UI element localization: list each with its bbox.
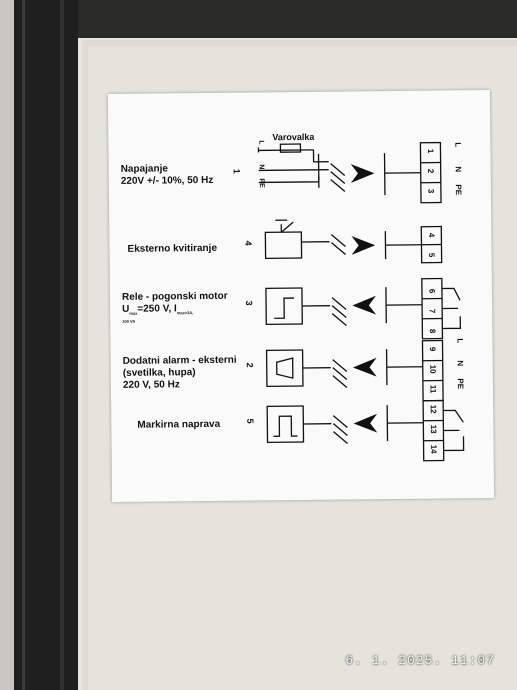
- row1-title: Napajanje: [120, 163, 168, 175]
- terminal-number: 12: [428, 404, 438, 414]
- terminal-number: 9: [428, 346, 438, 352]
- row4-title: Dodatni alarm - eksterni: [122, 354, 237, 367]
- row1-side-pe: PE: [257, 178, 265, 188]
- row1-subtitle: 220V +/- 10%, 50 Hz: [120, 174, 214, 187]
- photo-timestamp: 6. 1. 2025. 11:07: [345, 653, 495, 668]
- fuse-label: Varovalka: [272, 131, 315, 143]
- terminal-number: 4: [426, 232, 436, 238]
- row2-number: 4: [243, 240, 254, 246]
- row5-title: Markirna naprava: [137, 418, 221, 431]
- terminal-number: 14: [429, 444, 439, 454]
- row1-right-l: L: [453, 142, 463, 148]
- terminal-number: 2: [426, 168, 436, 174]
- row4-subtitle: (svetilka, hupa): [122, 367, 196, 379]
- terminal-number: 10: [428, 364, 438, 374]
- terminal-number: 11: [428, 384, 438, 394]
- row1-number: 1: [231, 168, 242, 174]
- terminal-number: 1: [425, 148, 436, 154]
- row3-extra: 100 VA: [122, 318, 136, 324]
- terminal-number: 13: [428, 424, 438, 434]
- terminal-number: 3: [426, 188, 436, 194]
- row4-number: 2: [244, 362, 255, 368]
- row1-right-n: N: [453, 166, 463, 173]
- row1-side-n: N: [257, 164, 265, 170]
- row4-right-n: N: [455, 360, 465, 367]
- terminal-number: 8: [427, 328, 437, 334]
- row4-right-l: L: [455, 338, 465, 344]
- terminal-number: 7: [427, 308, 437, 314]
- wiring-diagram: [257, 141, 465, 462]
- row3-title: Rele - pogonski motor: [121, 290, 228, 303]
- terminal-number: 5: [427, 252, 437, 258]
- row4-right-pe: PE: [455, 378, 465, 390]
- row3-number: 3: [244, 300, 255, 306]
- row2-title: Eksterno kvitiranje: [127, 242, 218, 255]
- row1-right-pe: PE: [453, 184, 463, 196]
- row5-number: 5: [245, 418, 256, 424]
- row1-side-l: L: [257, 140, 265, 145]
- wiring-label: Varovalka Napajanje 220V +/- 10%, 50 Hz …: [107, 90, 495, 502]
- row4-subtitle2: 220 V, 50 Hz: [122, 379, 180, 391]
- terminal-number: 6: [427, 288, 437, 294]
